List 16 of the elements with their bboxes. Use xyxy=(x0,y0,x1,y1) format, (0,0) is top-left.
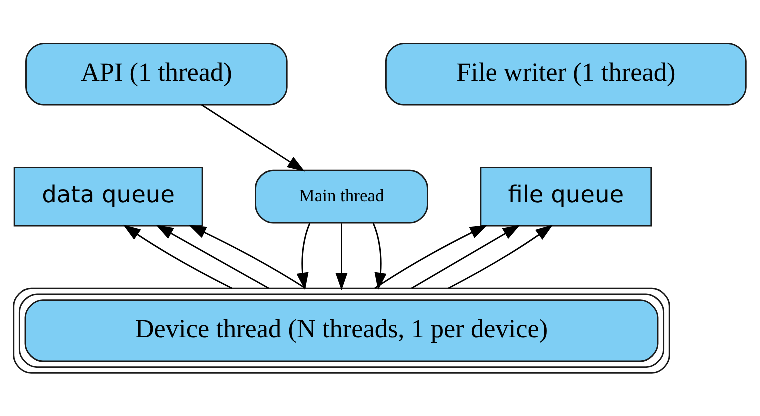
arrow xyxy=(156,224,270,289)
arrow xyxy=(374,224,488,289)
node-box: File writer (1 thread) xyxy=(385,42,747,106)
arrow xyxy=(123,224,232,289)
node-box: data queue xyxy=(14,166,204,226)
node-box: Main thread xyxy=(255,169,428,224)
arrow xyxy=(448,224,554,289)
arrow xyxy=(411,224,520,289)
arrow xyxy=(188,224,306,289)
node-box: Device thread (N threads, 1 per device) xyxy=(13,287,670,374)
arrow xyxy=(296,222,311,290)
node-box: API (1 thread) xyxy=(26,42,288,106)
node-box: file queue xyxy=(480,166,652,226)
arrow xyxy=(372,222,387,290)
arrow xyxy=(202,104,306,172)
arrow xyxy=(336,223,348,290)
